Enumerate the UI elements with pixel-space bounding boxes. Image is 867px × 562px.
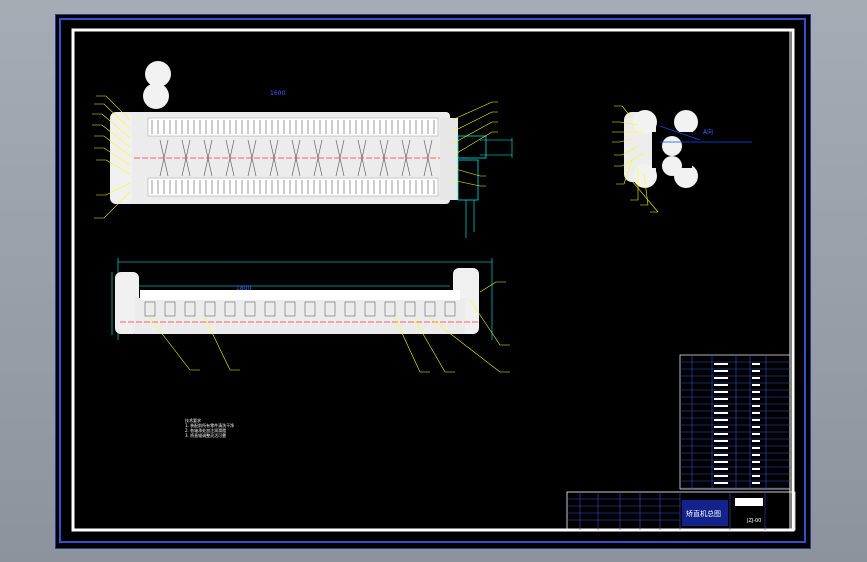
drawing-name: 矫直机总图 [686,509,721,518]
inner-frame [71,28,795,532]
side-frame-body [135,298,465,334]
end-view-label: A向 [703,128,713,136]
sheet-border [59,18,806,543]
drawing-code: JZJ-00 [746,518,761,524]
technical-notes: 技术要求 1. 装配前所有零件清洗干净 2. 各轴承处加注润滑脂 3. 矫直辊调… [185,418,234,438]
gear-top [145,61,171,87]
notes-line: 1. 装配前所有零件清洗干净 [185,423,235,428]
parts-list [679,354,791,490]
gear-bottom [143,83,169,109]
title-block: 矫直机总图 JZJ-00 [566,491,796,531]
side-view: 1800 [111,258,510,373]
side-view-label: 1800 [236,285,251,292]
top-view-label: 1600 [270,90,285,97]
top-view: 1600 [92,61,513,238]
notes-line: 2. 各轴承处加注润滑脂 [185,428,227,433]
notes-line: 3. 矫直辊调整灵活可靠 [185,433,227,438]
end-view: A向 [612,105,752,213]
notes-line: 技术要求 [185,418,201,423]
